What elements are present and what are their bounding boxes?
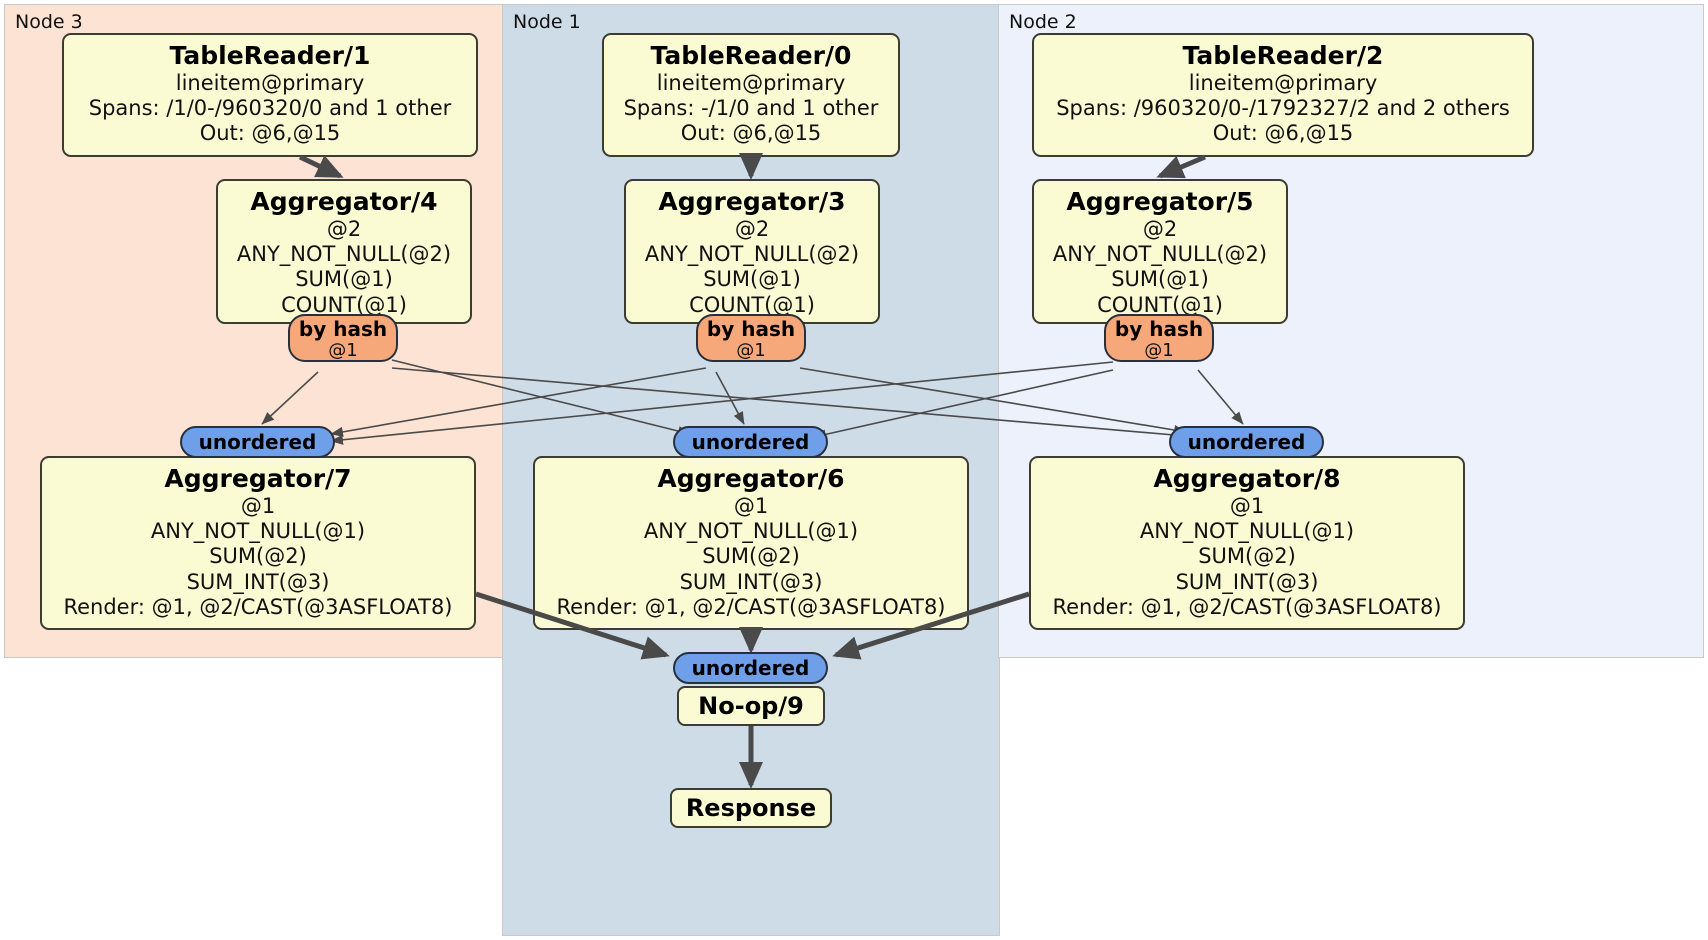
synchronizer-unordered-right[interactable]: unordered — [1169, 426, 1324, 458]
processor-title: Aggregator/4 — [250, 187, 438, 216]
processor-detail: COUNT(@1) — [689, 292, 815, 317]
processor-detail: Out: @6,@15 — [680, 121, 822, 146]
processor-detail: lineitem@primary — [1188, 70, 1378, 95]
router-column: @1 — [1144, 339, 1174, 361]
processor-detail: ANY_NOT_NULL(@1) — [1139, 518, 1355, 543]
processor-noop-9[interactable]: No-op/9 — [677, 686, 825, 726]
processor-detail: Render: @1, @2/CAST(@3ASFLOAT8) — [556, 595, 946, 620]
processor-detail: Out: @6,@15 — [1212, 121, 1354, 146]
processor-detail: SUM(@2) — [1198, 544, 1296, 569]
processor-title: Aggregator/3 — [658, 187, 846, 216]
processor-title: TableReader/0 — [650, 41, 852, 70]
synchronizer-title: unordered — [198, 430, 317, 454]
processor-detail: ANY_NOT_NULL(@1) — [643, 518, 859, 543]
processor-title: Aggregator/7 — [164, 464, 352, 493]
node-panel-label-node1: Node 1 — [513, 11, 581, 33]
processor-detail: lineitem@primary — [175, 70, 365, 95]
processor-aggregator-5[interactable]: Aggregator/5 @2 ANY_NOT_NULL(@2) SUM(@1)… — [1032, 179, 1288, 324]
router-column: @1 — [328, 339, 358, 361]
processor-table-reader-0[interactable]: TableReader/0 lineitem@primary Spans: -/… — [602, 33, 900, 157]
processor-aggregator-3[interactable]: Aggregator/3 @2 ANY_NOT_NULL(@2) SUM(@1)… — [624, 179, 880, 324]
processor-detail: @2 — [734, 216, 770, 241]
processor-detail: SUM(@1) — [295, 267, 393, 292]
processor-response[interactable]: Response — [670, 788, 832, 828]
node-panel-label-node2: Node 2 — [1009, 11, 1077, 33]
processor-detail: @1 — [733, 493, 769, 518]
router-title: by hash — [298, 317, 388, 341]
synchronizer-title: unordered — [691, 430, 810, 454]
processor-title: TableReader/1 — [169, 41, 371, 70]
processor-aggregator-7[interactable]: Aggregator/7 @1 ANY_NOT_NULL(@1) SUM(@2)… — [40, 456, 476, 630]
processor-detail: @2 — [1142, 216, 1178, 241]
processor-table-reader-2[interactable]: TableReader/2 lineitem@primary Spans: /9… — [1032, 33, 1534, 157]
processor-detail: SUM_INT(@3) — [1175, 569, 1319, 594]
processor-title: Aggregator/8 — [1153, 464, 1341, 493]
processor-aggregator-8[interactable]: Aggregator/8 @1 ANY_NOT_NULL(@1) SUM(@2)… — [1029, 456, 1465, 630]
processor-detail: SUM_INT(@3) — [186, 569, 330, 594]
processor-detail: lineitem@primary — [656, 70, 846, 95]
processor-detail: Spans: -/1/0 and 1 other — [623, 95, 879, 120]
processor-table-reader-1[interactable]: TableReader/1 lineitem@primary Spans: /1… — [62, 33, 478, 157]
processor-detail: ANY_NOT_NULL(@2) — [236, 241, 452, 266]
router-title: by hash — [706, 317, 796, 341]
processor-title: Response — [685, 793, 817, 822]
processor-detail: ANY_NOT_NULL(@2) — [644, 241, 860, 266]
processor-detail: SUM(@2) — [209, 544, 307, 569]
processor-detail: COUNT(@1) — [281, 292, 407, 317]
synchronizer-unordered-final[interactable]: unordered — [673, 652, 828, 684]
processor-title: Aggregator/5 — [1066, 187, 1254, 216]
processor-detail: Render: @1, @2/CAST(@3ASFLOAT8) — [1052, 595, 1442, 620]
processor-detail: Spans: /1/0-/960320/0 and 1 other — [88, 95, 452, 120]
router-by-hash-left[interactable]: by hash @1 — [288, 314, 398, 362]
processor-detail: Out: @6,@15 — [199, 121, 341, 146]
processor-detail: SUM_INT(@3) — [679, 569, 823, 594]
synchronizer-unordered-left[interactable]: unordered — [180, 426, 335, 458]
processor-detail: @1 — [240, 493, 276, 518]
processor-title: TableReader/2 — [1182, 41, 1384, 70]
processor-detail: SUM(@1) — [703, 267, 801, 292]
processor-detail: ANY_NOT_NULL(@1) — [150, 518, 366, 543]
synchronizer-unordered-mid[interactable]: unordered — [673, 426, 828, 458]
processor-detail: SUM(@2) — [702, 544, 800, 569]
processor-detail: Render: @1, @2/CAST(@3ASFLOAT8) — [63, 595, 453, 620]
processor-detail: ANY_NOT_NULL(@2) — [1052, 241, 1268, 266]
processor-title: No-op/9 — [698, 691, 804, 720]
node-panel-label-node3: Node 3 — [15, 11, 83, 33]
processor-detail: COUNT(@1) — [1097, 292, 1223, 317]
router-column: @1 — [736, 339, 766, 361]
processor-detail: @2 — [326, 216, 362, 241]
router-by-hash-right[interactable]: by hash @1 — [1104, 314, 1214, 362]
processor-detail: @1 — [1229, 493, 1265, 518]
router-title: by hash — [1114, 317, 1204, 341]
processor-aggregator-6[interactable]: Aggregator/6 @1 ANY_NOT_NULL(@1) SUM(@2)… — [533, 456, 969, 630]
synchronizer-title: unordered — [1187, 430, 1306, 454]
processor-detail: Spans: /960320/0-/1792327/2 and 2 others — [1056, 95, 1510, 120]
router-by-hash-mid[interactable]: by hash @1 — [696, 314, 806, 362]
processor-detail: SUM(@1) — [1111, 267, 1209, 292]
processor-title: Aggregator/6 — [657, 464, 845, 493]
processor-aggregator-4[interactable]: Aggregator/4 @2 ANY_NOT_NULL(@2) SUM(@1)… — [216, 179, 472, 324]
synchronizer-title: unordered — [691, 656, 810, 680]
